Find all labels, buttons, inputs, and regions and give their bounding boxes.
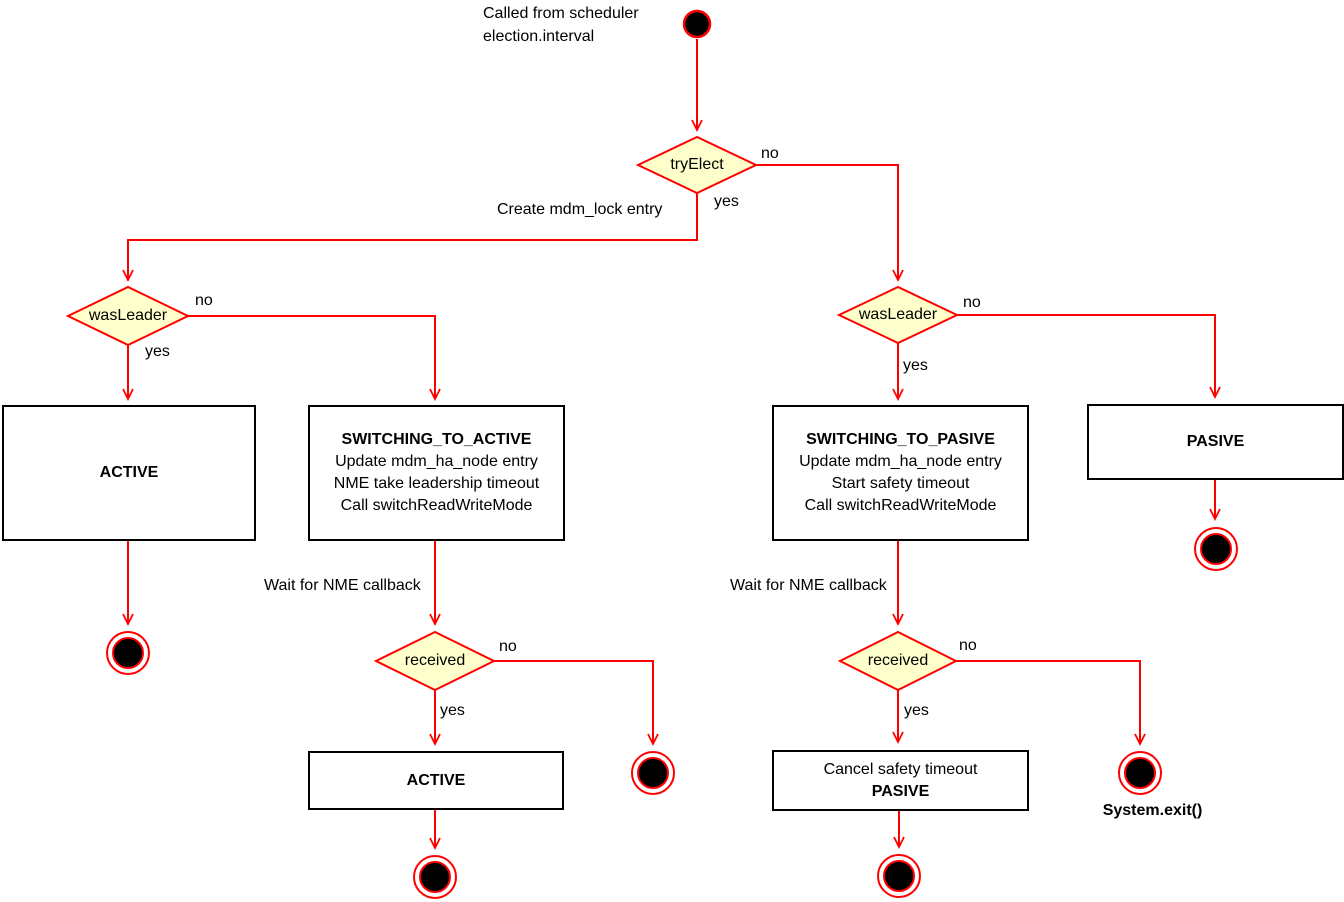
state-title: ACTIVE	[406, 771, 466, 789]
branch-yes-received-right: yes	[904, 702, 929, 719]
decision-received-left	[373, 630, 497, 692]
state-title: SWITCHING_TO_ACTIVE	[341, 431, 532, 448]
branch-yes-tryelect: yes	[714, 193, 739, 210]
decision-label-tryelect: tryElect	[670, 156, 724, 173]
decision-label-wasleader-right: wasLeader	[858, 306, 938, 323]
branch-yes-wasleader-left: yes	[145, 343, 170, 360]
edge-wasleaderright-no-to-pasive	[957, 314, 1221, 400]
end-node-cancel-pasive	[877, 854, 921, 898]
state-cancel-safety-pasive: Cancel safety timeout PASIVE	[772, 750, 1029, 811]
decision-label-received-left: received	[404, 652, 466, 669]
state-active-left: ACTIVE	[2, 405, 256, 541]
edge-receivedleft-no-to-end	[494, 660, 659, 747]
edge-label-wait-nme-right: Wait for NME callback	[730, 577, 887, 594]
state-title: SWITCHING_TO_PASIVE	[806, 431, 995, 448]
end-node-active-bottom	[413, 855, 457, 899]
edge-label-create-mdm-lock: Create mdm_lock entry	[497, 201, 663, 218]
state-line: Cancel safety timeout	[823, 760, 978, 778]
decision-label-received-right: received	[867, 652, 929, 669]
branch-no-wasleader-left: no	[195, 292, 213, 309]
start-node	[682, 9, 712, 39]
state-line: NME take leadership timeout	[333, 475, 540, 492]
decision-tryelect	[635, 135, 759, 195]
state-line: Start safety timeout	[831, 475, 970, 492]
end-node-pasive-right	[1194, 527, 1238, 571]
state-line: Update mdm_ha_node entry	[335, 453, 538, 470]
decision-received-right	[837, 630, 959, 692]
decision-wasleader-right	[836, 285, 960, 345]
end-node-active-left	[106, 631, 150, 675]
state-switching-to-pasive: SWITCHING_TO_PASIVE Update mdm_ha_node e…	[772, 405, 1029, 541]
end-node-system-exit	[1118, 751, 1162, 795]
start-caption-line1: Called from scheduler	[483, 5, 639, 22]
decision-label-wasleader-left: wasLeader	[88, 307, 168, 324]
branch-no-wasleader-right: no	[963, 294, 981, 311]
start-caption-line2: election.interval	[483, 28, 595, 45]
system-exit-label: System.exit()	[1102, 802, 1203, 819]
state-line: Call switchReadWriteMode	[804, 497, 997, 514]
end-node-received-left-no	[631, 751, 675, 795]
decision-wasleader-left	[65, 285, 191, 347]
edge-wasleaderleft-no-to-switching-active	[188, 315, 441, 402]
state-title: ACTIVE	[99, 464, 159, 481]
branch-no-tryelect: no	[761, 145, 779, 162]
edge-tryelect-yes-to-wasleader-left	[122, 193, 698, 283]
state-title: PASIVE	[1186, 433, 1245, 450]
state-switching-to-active: SWITCHING_TO_ACTIVE Update mdm_ha_node e…	[308, 405, 565, 541]
branch-no-received-left: no	[499, 638, 517, 655]
state-line: Update mdm_ha_node entry	[799, 453, 1002, 470]
edge-label-wait-nme-left: Wait for NME callback	[264, 577, 421, 594]
branch-no-received-right: no	[959, 637, 977, 654]
edge-receivedright-no-to-exit	[956, 660, 1146, 747]
branch-yes-wasleader-right: yes	[903, 357, 928, 374]
state-title: PASIVE	[871, 782, 930, 800]
state-line: Call switchReadWriteMode	[340, 497, 533, 514]
state-active-bottom: ACTIVE	[308, 751, 564, 810]
state-pasive-right: PASIVE	[1087, 404, 1344, 480]
branch-yes-received-left: yes	[440, 702, 465, 719]
edge-tryelect-no-to-wasleader-right	[756, 164, 904, 283]
